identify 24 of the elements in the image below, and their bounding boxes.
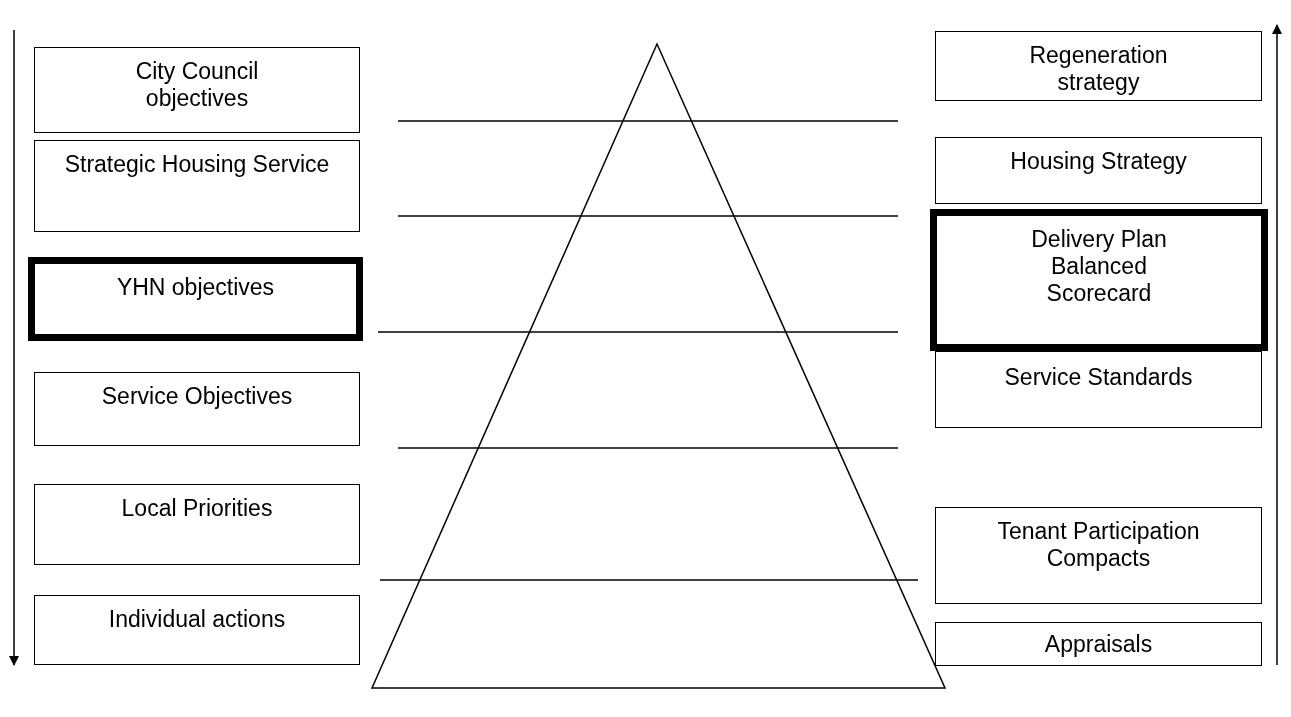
- text-box: [935, 31, 1262, 101]
- box-text: City Council objectives: [134, 57, 260, 112]
- text-box: [34, 372, 360, 446]
- text-box: [935, 622, 1262, 666]
- box-text: Delivery Plan Balanced Scorecard: [1030, 225, 1168, 307]
- text-box: [935, 137, 1262, 204]
- text-box: [34, 140, 360, 232]
- box-text: Service Objectives: [101, 382, 293, 410]
- box-text: Service Standards: [1004, 363, 1193, 391]
- box-text: Strategic Housing Service: [63, 150, 331, 178]
- box-text: Local Priorities: [121, 494, 273, 522]
- text-box: [935, 351, 1262, 428]
- box-text: Regeneration strategy: [1028, 41, 1169, 96]
- text-box: [28, 257, 363, 341]
- text-box: [930, 209, 1268, 351]
- text-box: [34, 47, 360, 133]
- box-text: Housing Strategy: [1010, 147, 1187, 175]
- text-box: [34, 484, 360, 565]
- box-text: Tenant Participation Compacts: [996, 517, 1201, 572]
- box-text: Individual actions: [108, 605, 286, 633]
- box-text: Appraisals: [1044, 630, 1153, 658]
- box-text: YHN objectives: [116, 273, 275, 301]
- text-box: [34, 595, 360, 665]
- text-box: [935, 507, 1262, 604]
